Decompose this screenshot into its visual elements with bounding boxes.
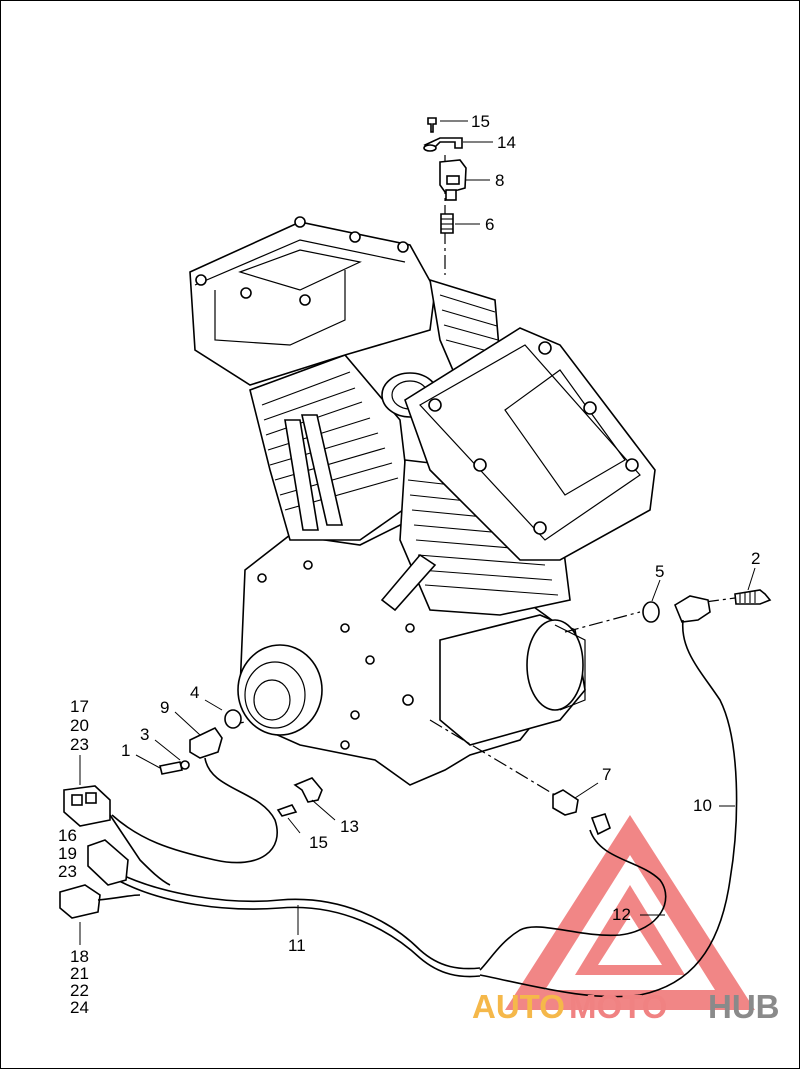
callout-13: 13 — [340, 817, 359, 836]
washer-3 — [180, 760, 190, 770]
cable-9 — [111, 757, 278, 864]
watermark-moto: MOTO — [569, 988, 667, 1025]
pushrod-tube-2 — [300, 414, 344, 526]
callout-3: 3 — [140, 725, 149, 744]
callout-24: 24 — [70, 998, 89, 1017]
callout-17: 17 — [70, 697, 89, 716]
connector-16-19-23 — [87, 839, 129, 886]
sensor-7 — [552, 789, 579, 816]
sensor-body-10 — [673, 595, 711, 623]
callout-19: 19 — [58, 844, 77, 863]
callout-12: 12 — [612, 905, 631, 924]
callout-11: 11 — [288, 936, 306, 955]
callout-6: 6 — [485, 215, 494, 234]
front-rocker-cover — [189, 221, 436, 386]
cam-cover — [237, 644, 323, 736]
leader-lines — [79, 120, 756, 945]
callout-16: 16 — [58, 826, 77, 845]
harness-11 — [111, 869, 481, 970]
watermark-logo — [505, 815, 755, 1010]
lower-sensor-parts — [276, 719, 579, 817]
callout-9: 9 — [160, 698, 169, 717]
callout-10: 10 — [693, 796, 712, 815]
callout-23-a: 23 — [70, 735, 89, 754]
pushrod-tube-1 — [284, 419, 319, 531]
engine-assembly — [189, 216, 656, 786]
callout-14: 14 — [497, 133, 516, 152]
rear-rocker-cover — [404, 327, 656, 561]
callout-1: 1 — [121, 741, 130, 760]
screw-15-bottom — [276, 804, 298, 817]
callout-23-b: 23 — [58, 862, 77, 881]
callout-21: 21 — [70, 964, 89, 983]
o-ring-5 — [642, 601, 660, 623]
connector-17-20-23 — [63, 785, 111, 827]
sensor-body-9 — [189, 726, 223, 759]
callout-15-bottom: 15 — [309, 833, 328, 852]
callout-labels: 15 14 8 6 5 2 4 9 3 1 7 10 13 15 11 12 1… — [58, 112, 760, 1017]
callout-15-top: 15 — [471, 112, 490, 131]
top-sensor-stack — [423, 117, 467, 275]
callout-5: 5 — [655, 562, 664, 581]
callout-4: 4 — [190, 683, 199, 702]
callout-2: 2 — [751, 549, 760, 568]
o-ring-4 — [224, 709, 242, 729]
bolt-2 — [734, 589, 772, 605]
wiring-harness — [59, 785, 667, 978]
watermark-text: AUTO MOTO HUB — [472, 988, 780, 1025]
callout-20: 20 — [70, 716, 89, 735]
callout-7: 7 — [602, 765, 611, 784]
crank-position-sensor — [479, 589, 772, 998]
connector-18-21-22-24 — [59, 884, 101, 919]
cable-10 — [479, 619, 738, 998]
clip-13 — [293, 777, 323, 803]
callout-8: 8 — [495, 171, 504, 190]
cam-position-sensor — [111, 709, 278, 864]
watermark-auto: AUTO — [472, 988, 565, 1025]
callout-18: 18 — [70, 947, 89, 966]
connector-7 — [590, 813, 611, 836]
callout-22: 22 — [70, 981, 89, 1000]
screw-15-top — [427, 117, 437, 133]
watermark-hub: HUB — [708, 988, 780, 1025]
